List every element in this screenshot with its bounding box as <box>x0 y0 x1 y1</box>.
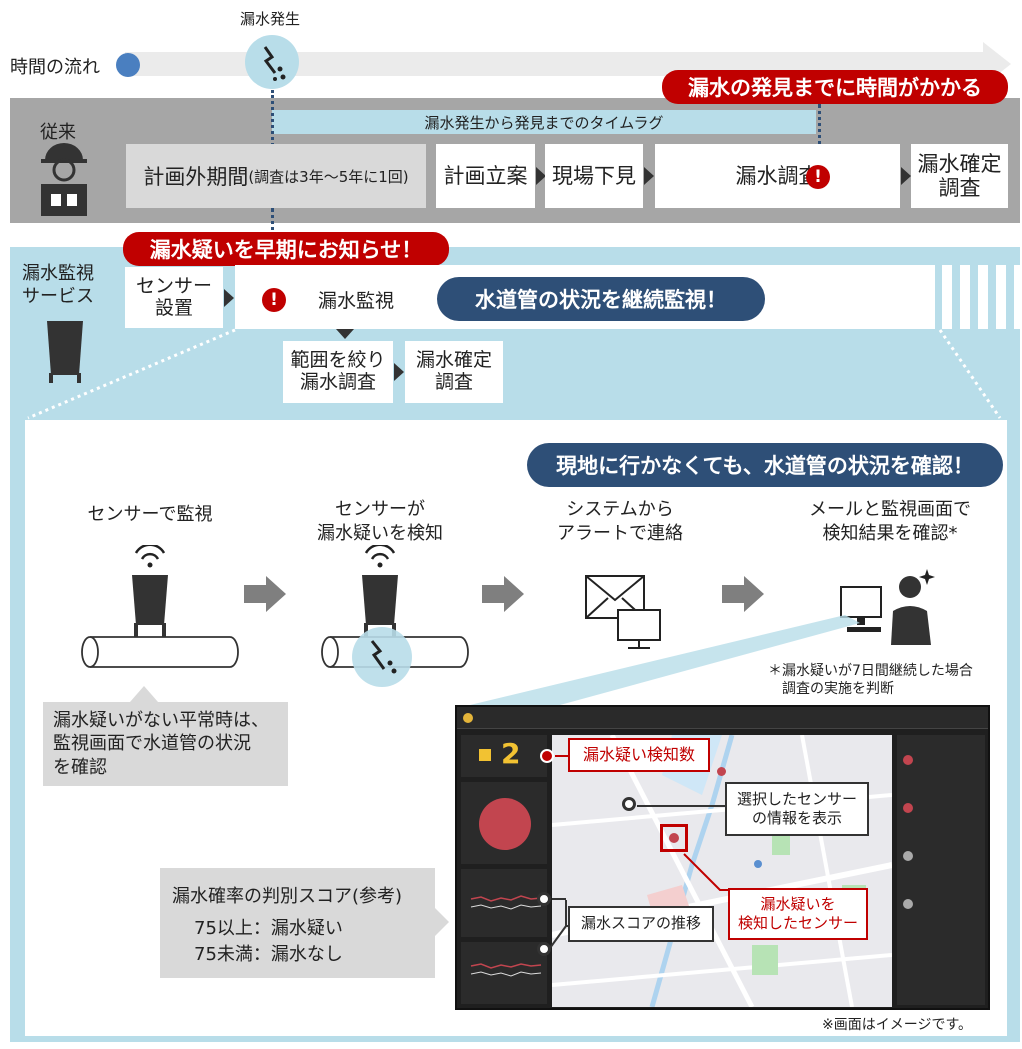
monitor-label: 漏水監視 <box>318 290 395 312</box>
screen-callout-beam <box>470 615 860 705</box>
list-item-dot <box>903 803 913 813</box>
unplanned-period-main: 計画外期間 <box>143 165 249 189</box>
timeline-start-dot <box>116 53 140 77</box>
lag-label: 漏水発生から発見までのタイムラグ <box>424 114 664 132</box>
dashboard-header <box>457 707 988 729</box>
leak-survey-label: 漏水調査 <box>735 163 820 188</box>
sensor-list-panel <box>897 735 985 1005</box>
alarm-icon <box>479 749 491 761</box>
alert-icon: ! <box>262 288 286 312</box>
step-arrow <box>394 363 404 381</box>
step-arrow <box>536 167 546 185</box>
delay-dotted-line <box>818 104 821 164</box>
map-marker <box>717 767 726 776</box>
plan-step-box: 計画立案 <box>436 144 535 208</box>
seven-day-footnote: ＊漏水疑いが7日間継続した場合 調査の実施を判断 <box>768 663 973 698</box>
user-at-pc-icon <box>840 569 935 645</box>
flow-arrow <box>244 576 286 612</box>
score-legend-box: 漏水確率の判別スコア(参考) 75以上：漏水疑い 75未満：漏水なし <box>160 868 435 978</box>
flow-arrow <box>722 576 764 612</box>
trend-callout-connector <box>549 900 568 949</box>
remote-check-pill: 現地に行かなくても、水道管の状況を確認！ <box>527 443 1003 487</box>
score-legend-title: 漏水確率の判別スコア(参考) <box>172 886 403 907</box>
normal-time-note: 漏水疑いがない平常時は、 監視画面で水道管の状況 を確認 <box>43 702 288 786</box>
selected-marker <box>669 833 679 843</box>
status-pie-card <box>461 782 547 864</box>
narrow-survey-box: 範囲を絞り 漏水調査 <box>283 341 393 403</box>
sensor-leak-icon <box>321 545 469 687</box>
site-survey-step-box: 現場下見 <box>545 144 643 208</box>
score-legend-high: 75以上：漏水疑い <box>194 918 343 939</box>
alert-icon: ! <box>806 165 830 189</box>
leak-event-label: 漏水発生 <box>240 10 301 28</box>
sensor-setup-box: センサー 設置 <box>125 267 223 328</box>
selected-sensor-callout: 選択したセンサー の情報を表示 <box>725 782 869 836</box>
service-label: 漏水監視 サービス <box>22 263 94 308</box>
leak-count-callout: 漏水疑い検知数 <box>568 738 710 772</box>
callout-line <box>637 805 725 807</box>
event-dotted-line-lower <box>271 208 274 238</box>
score-chart-card <box>461 869 547 937</box>
monitor-lane-stripes <box>942 265 1020 329</box>
callout-dot <box>537 942 551 956</box>
flow-arrow <box>482 576 524 612</box>
leak-survey-step-box: 漏水調査 <box>655 144 900 208</box>
unplanned-period-box: 計画外期間(調査は3年～5年に1回) <box>126 144 426 208</box>
leak-count-value: 2 <box>501 737 521 770</box>
step-detect-label: センサーが 漏水疑いを検知 <box>317 499 443 545</box>
dashboard-logo-icon <box>463 713 473 723</box>
image-disclaimer: ※画面はイメージです。 <box>822 1017 973 1033</box>
unplanned-period-sub: (調査は3年～5年に1回) <box>248 167 409 186</box>
timeline-label: 時間の流れ <box>10 57 100 78</box>
detected-sensor-callout: 漏水疑いを 検知したセンサー <box>728 888 868 940</box>
leak-count-card: 2 <box>461 735 547 777</box>
early-notice-banner: 漏水疑いを早期にお知らせ！ <box>123 232 449 266</box>
selected-marker-box <box>660 824 688 852</box>
score-chart-card-2 <box>461 942 547 1004</box>
continuous-monitor-pill: 水道管の状況を継続監視！ <box>437 277 765 321</box>
score-trend-callout: 漏水スコアの推移 <box>568 906 714 942</box>
conventional-label: 従来 <box>40 122 76 143</box>
step-arrow <box>224 289 234 307</box>
sensor-on-pipe-icon <box>81 545 239 668</box>
map-marker <box>754 860 762 868</box>
worker-icon <box>41 143 87 216</box>
callout-line <box>555 755 569 757</box>
step-alert-label: システムから アラートで連絡 <box>557 499 683 545</box>
step-check-label: メールと監視画面で 検知結果を確認* <box>809 499 971 545</box>
service-confirm-box: 漏水確定 調査 <box>405 341 503 403</box>
status-pie <box>479 798 531 850</box>
sensor-device-icon <box>47 321 83 383</box>
leak-confirm-step-box: 漏水確定 調査 <box>911 144 1008 208</box>
list-item-dot <box>903 851 913 861</box>
step-monitor-label: センサーで監視 <box>87 504 213 525</box>
step-arrow <box>644 167 654 185</box>
note-pointer <box>130 686 158 702</box>
conventional-delay-banner: 漏水の発見までに時間がかかる <box>662 70 1008 104</box>
callout-dot <box>622 797 636 811</box>
legend-pointer <box>435 908 449 936</box>
monitor-down-arrow <box>336 329 354 339</box>
list-item-dot <box>903 899 913 909</box>
mail-monitor-icon <box>585 575 661 649</box>
score-legend-low: 75未満：漏水なし <box>194 944 343 965</box>
callout-dot <box>537 892 551 906</box>
callout-line <box>552 898 566 900</box>
step-arrow <box>901 167 911 185</box>
list-item-dot <box>903 755 913 765</box>
lag-bar <box>272 110 816 134</box>
leak-event-icon <box>245 35 299 89</box>
callout-dot <box>540 749 554 763</box>
